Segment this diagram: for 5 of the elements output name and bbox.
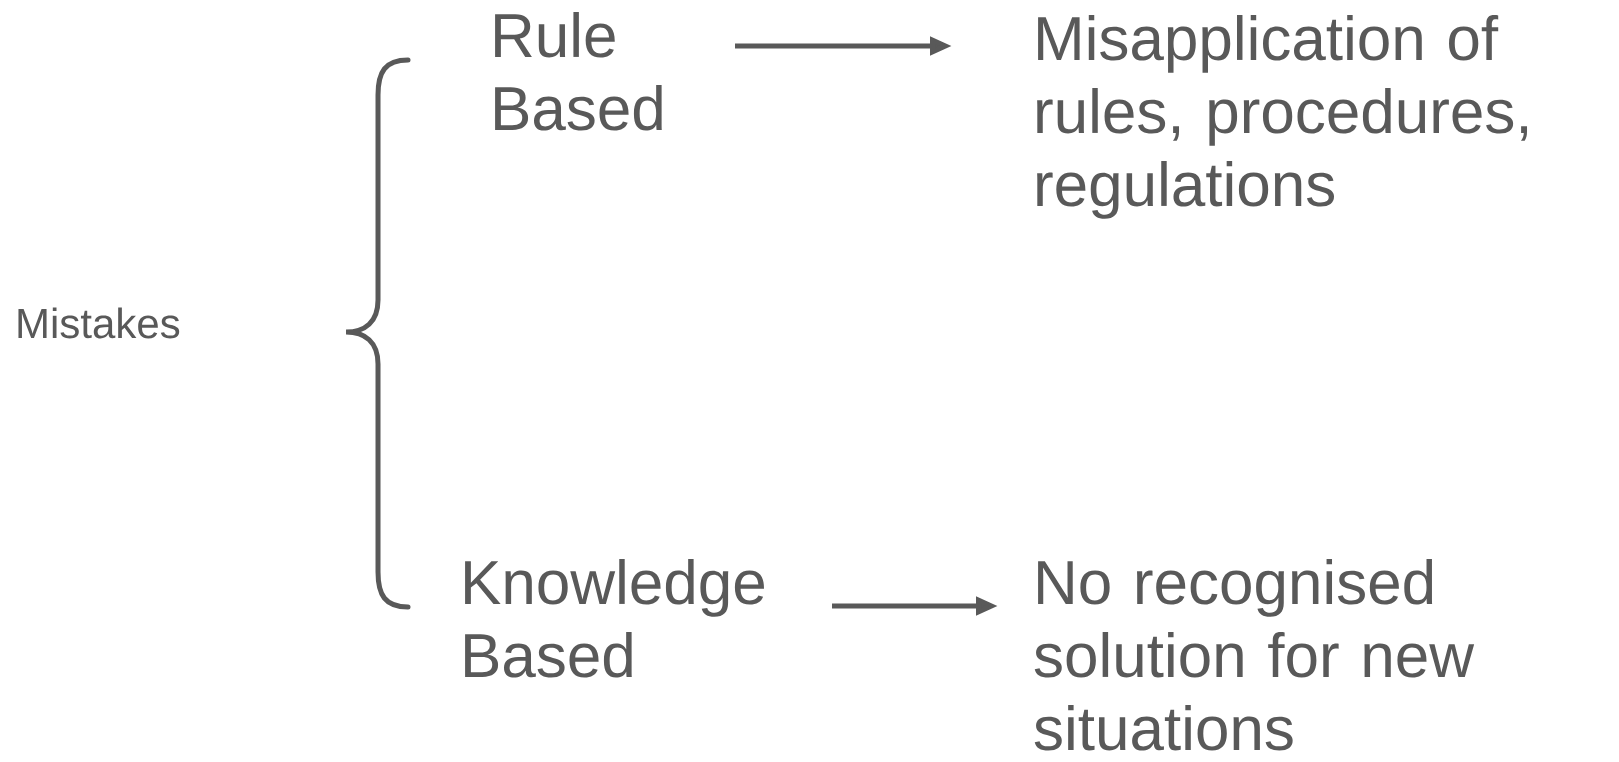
category-text: Knowledge Based <box>465 559 764 678</box>
description-text: Misapplication of rules, procedures, regulations <box>1037 15 1527 219</box>
label-text: Mistakes <box>18 307 180 339</box>
category-text: Rule Based <box>495 12 662 131</box>
description-text: No recognised solution for new situations <box>1034 559 1475 751</box>
